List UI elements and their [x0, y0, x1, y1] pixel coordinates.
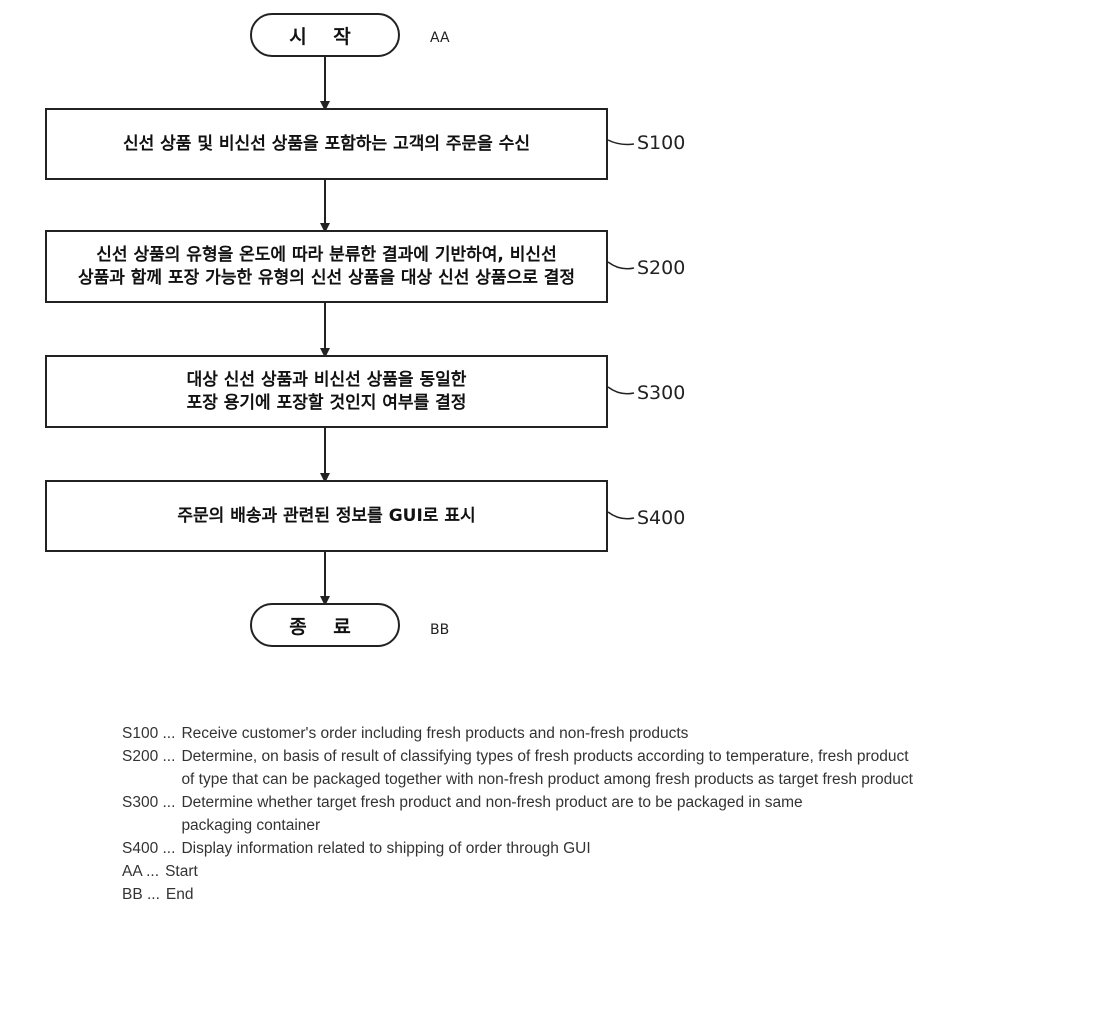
start-label: 시 작 [289, 22, 361, 49]
step-s200-text-line-1: 신선 상품의 유형을 온도에 따라 분류한 결과에 기반하여, 비신선 [78, 244, 575, 267]
leader-s300 [608, 387, 634, 394]
step-s100-box: 신선 상품 및 비신선 상품을 포함하는 고객의 주문을 수신 [45, 108, 608, 180]
step-s100-text: 신선 상품 및 비신선 상품을 포함하는 고객의 주문을 수신 [123, 133, 530, 156]
step-s400-code: S400 [637, 507, 685, 529]
legend-text: Determine, on basis of result of classif… [175, 745, 921, 791]
start-code: AA [430, 30, 450, 46]
leader-s200 [608, 262, 634, 269]
legend-code: S300 ... [122, 791, 175, 837]
legend: S100 ... Receive customer's order includ… [122, 722, 1002, 906]
legend-text: Determine whether target fresh product a… [175, 791, 871, 837]
end-terminal: 종 료 [250, 603, 400, 647]
legend-code: S200 ... [122, 745, 175, 791]
step-s200-code: S200 [637, 257, 685, 279]
legend-item-aa: AA ... Start [122, 860, 1002, 883]
step-s200-text-line-2: 상품과 함께 포장 가능한 유형의 신선 상품을 대상 신선 상품으로 결정 [78, 267, 575, 290]
step-s200-box: 신선 상품의 유형을 온도에 따라 분류한 결과에 기반하여, 비신선 상품과 … [45, 230, 608, 303]
legend-text: Receive customer's order including fresh… [175, 722, 688, 745]
legend-code: AA ... [122, 860, 159, 883]
step-s300-text-line-1: 대상 신선 상품과 비신선 상품을 동일한 [187, 369, 467, 392]
start-terminal: 시 작 [250, 13, 400, 57]
legend-code: S400 ... [122, 837, 175, 860]
legend-item-bb: BB ... End [122, 883, 1002, 906]
legend-code: S100 ... [122, 722, 175, 745]
legend-text: Display information related to shipping … [175, 837, 590, 860]
legend-text: Start [159, 860, 198, 883]
step-s100-code: S100 [637, 132, 685, 154]
end-code: BB [430, 622, 449, 638]
step-s300-box: 대상 신선 상품과 비신선 상품을 동일한 포장 용기에 포장할 것인지 여부를… [45, 355, 608, 428]
legend-item-s200: S200 ... Determine, on basis of result o… [122, 745, 1002, 791]
legend-text: End [160, 883, 194, 906]
legend-code: BB ... [122, 883, 160, 906]
legend-item-s300: S300 ... Determine whether target fresh … [122, 791, 1002, 837]
leader-s400 [608, 512, 634, 519]
step-s300-code: S300 [637, 382, 685, 404]
legend-item-s400: S400 ... Display information related to … [122, 837, 1002, 860]
leader-s100 [608, 140, 634, 145]
step-s400-box: 주문의 배송과 관련된 정보를 GUI로 표시 [45, 480, 608, 552]
step-s300-text-line-2: 포장 용기에 포장할 것인지 여부를 결정 [187, 392, 467, 415]
step-s400-text: 주문의 배송과 관련된 정보를 GUI로 표시 [177, 505, 475, 528]
end-label: 종 료 [289, 612, 361, 639]
legend-item-s100: S100 ... Receive customer's order includ… [122, 722, 1002, 745]
